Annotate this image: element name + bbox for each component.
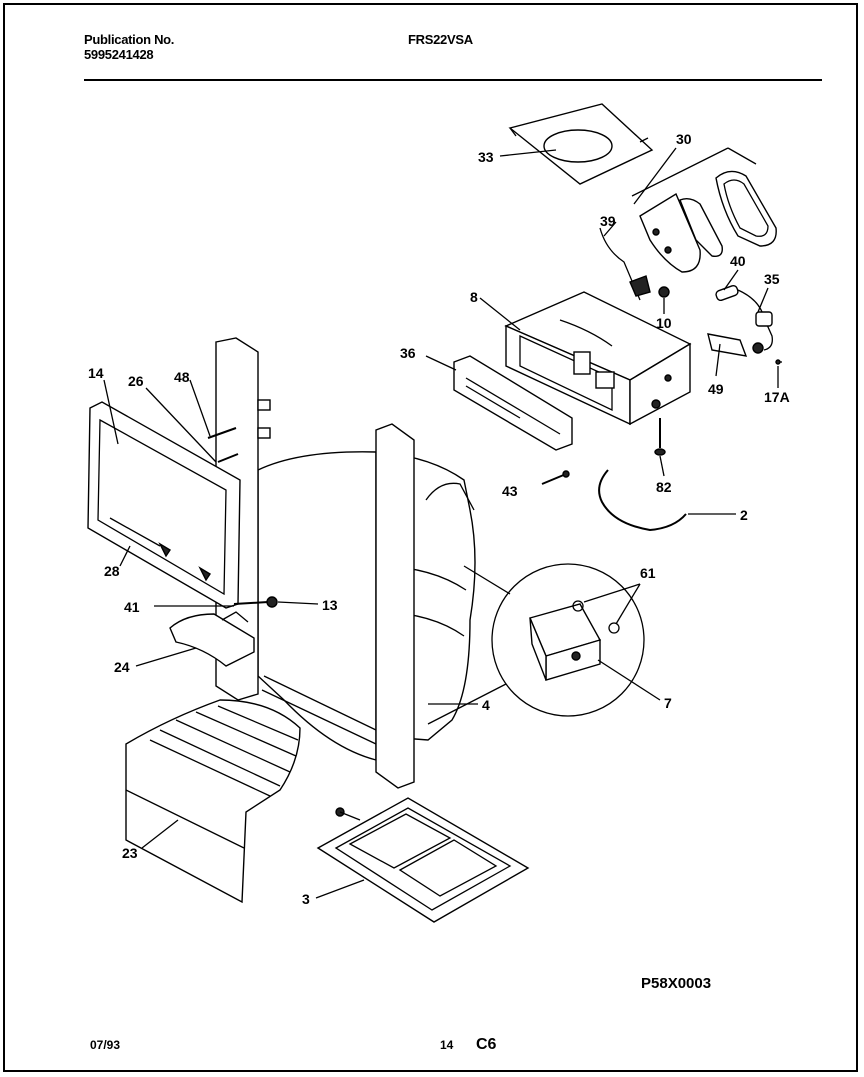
callout-10: 10	[656, 315, 672, 331]
part-24-lever	[169, 611, 255, 667]
publication-label: Publication No.	[84, 32, 175, 47]
part-33-cover-plate	[508, 103, 654, 185]
footer-section: C6	[476, 1036, 497, 1053]
part-8-housing	[504, 291, 692, 426]
footer-date: 07/93	[90, 1038, 121, 1052]
part-4-chute	[257, 451, 476, 761]
callout-82: 82	[656, 479, 672, 495]
callout-4: 4	[482, 697, 490, 713]
callout-40: 40	[730, 253, 746, 269]
callout-39: 39	[600, 213, 616, 229]
callout-8: 8	[470, 289, 478, 305]
part-30-duct-assembly	[631, 147, 777, 273]
part-48-bracket	[257, 399, 271, 411]
callout-23: 23	[122, 845, 138, 861]
callout-28: 28	[104, 563, 120, 579]
callout-7: 7	[664, 695, 672, 711]
part-23-drip-tray	[125, 699, 301, 904]
callout-26: 26	[128, 373, 144, 389]
part-26-bracket	[257, 427, 271, 439]
callout-17a: 17A	[764, 389, 790, 405]
callout-14: 14	[88, 365, 104, 381]
part-39-link	[599, 227, 651, 301]
part-41-pin	[233, 601, 269, 605]
publication-number: 5995241428	[84, 47, 154, 62]
part-36-face-plate	[453, 355, 573, 451]
callout-49: 49	[708, 381, 724, 397]
part-10-fastener	[658, 286, 670, 298]
callout-35: 35	[764, 271, 780, 287]
callout-2: 2	[740, 507, 748, 523]
part-26-screw	[217, 453, 239, 463]
callout-48: 48	[174, 369, 190, 385]
part-2-tube	[598, 469, 687, 532]
callout-43: 43	[502, 483, 518, 499]
callout-24: 24	[114, 659, 130, 675]
part-40-35-switch-harness	[707, 284, 782, 365]
callout-30: 30	[676, 131, 692, 147]
part-48-screw	[207, 427, 237, 439]
callout-36: 36	[400, 345, 416, 361]
figure-code: P58X0003	[641, 975, 712, 992]
callout-61: 61	[640, 565, 656, 581]
part-43-screw	[541, 470, 570, 485]
leader-lines	[103, 147, 779, 899]
callout-3: 3	[302, 891, 310, 907]
part-3-heater	[316, 797, 530, 923]
part-13-washer	[266, 596, 278, 608]
footer-page-number: 14	[440, 1038, 454, 1052]
callout-33: 33	[478, 149, 494, 165]
part-82-screw	[654, 418, 666, 456]
callout-13: 13	[322, 597, 338, 613]
model-number: FRS22VSA	[408, 32, 473, 47]
callout-41: 41	[124, 599, 140, 615]
right-panel	[375, 423, 415, 789]
